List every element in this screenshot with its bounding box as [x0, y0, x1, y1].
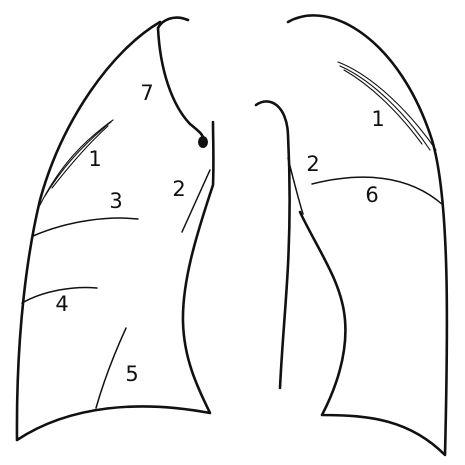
label-right-3: 3 [109, 189, 122, 213]
label-left-2: 2 [306, 152, 319, 176]
label-left-6: 6 [365, 183, 378, 207]
right-fissure-5 [96, 328, 126, 408]
label-right-5: 5 [125, 362, 138, 386]
label-right-7: 7 [140, 81, 153, 105]
left-hilum-line [256, 101, 290, 388]
right-fissure-3 [33, 218, 138, 236]
label-left-1: 1 [371, 107, 384, 131]
label-right-2: 2 [172, 177, 185, 201]
label-right-4: 4 [55, 292, 68, 316]
azygos-fissure [158, 18, 203, 142]
azygos-node [198, 136, 208, 148]
right-pleural-thickening [40, 120, 113, 205]
left-pleural-thickening [338, 62, 436, 150]
right-fissure-2 [182, 170, 210, 232]
left-lung-outline [288, 15, 447, 455]
label-right-1: 1 [88, 147, 101, 171]
